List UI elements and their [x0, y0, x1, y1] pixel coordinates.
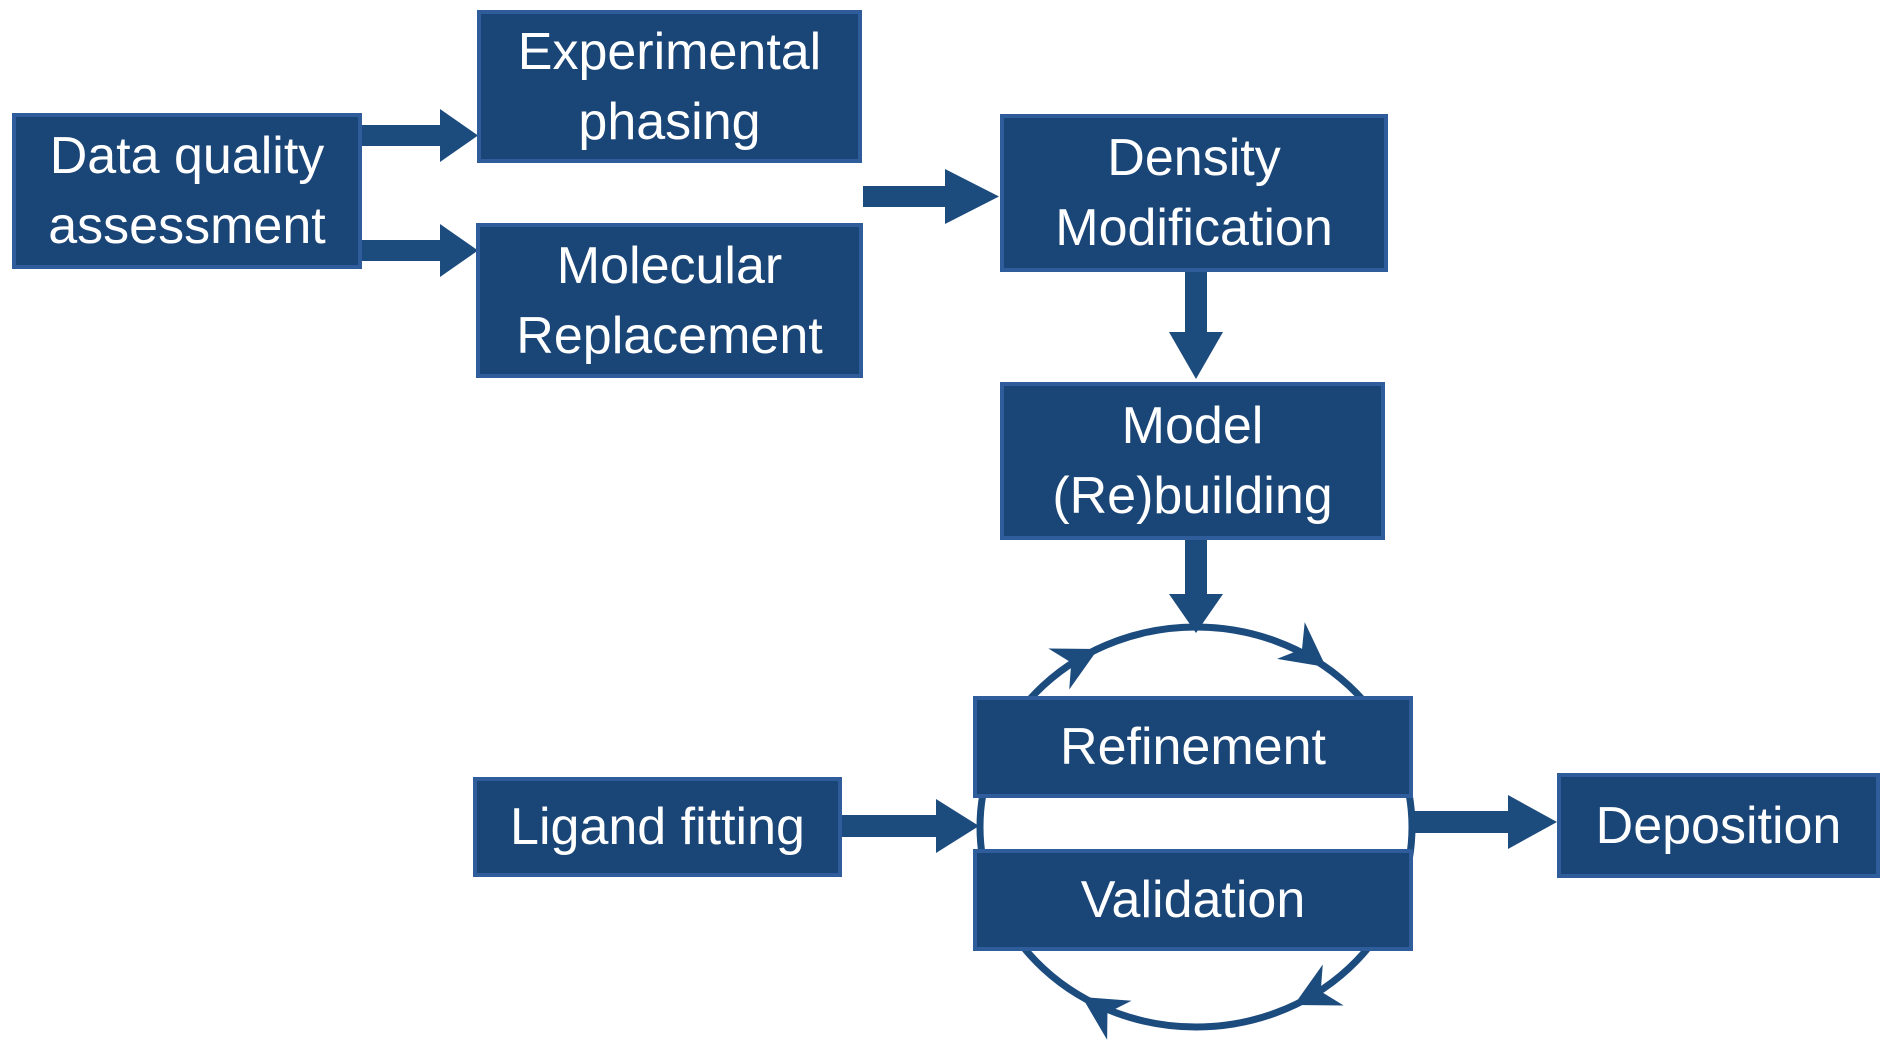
node-label-line: phasing — [578, 92, 761, 151]
arrow-data-quality-to-molecular-replacement — [362, 224, 478, 277]
arrow-model-rebuilding-to-cycle — [1169, 540, 1223, 633]
node-density-modification: Density Modification — [1000, 114, 1388, 272]
node-validation: Validation — [973, 849, 1413, 951]
node-label-line: Ligand fitting — [510, 798, 805, 856]
node-label-line: Replacement — [516, 306, 823, 365]
node-model-rebuilding: Model (Re)building — [1000, 382, 1385, 540]
cycle-arrowhead-bottom-right — [1294, 964, 1344, 1006]
node-deposition: Deposition — [1557, 773, 1880, 878]
arrow-ligand-fitting-to-cycle — [842, 799, 979, 853]
refinement-validation-cycle-circle — [976, 622, 1416, 1040]
node-label-line: Experimental — [517, 22, 822, 81]
arrow-data-quality-to-experimental-phasing — [362, 109, 478, 162]
node-label-line: Density — [1107, 129, 1281, 187]
node-ligand-fitting: Ligand fitting — [473, 777, 842, 877]
node-label-line: Model — [1121, 397, 1264, 455]
node-label-line: Refinement — [1060, 718, 1326, 776]
cycle-arrowhead-bottom-left — [1082, 997, 1132, 1040]
node-label-line: Validation — [1080, 871, 1306, 929]
arrow-density-modification-to-model-rebuilding — [1169, 272, 1223, 379]
arrow-cycle-to-deposition — [1413, 795, 1557, 849]
node-refinement: Refinement — [973, 696, 1413, 798]
node-label-line: Modification — [1055, 199, 1333, 257]
node-label-line: Deposition — [1595, 796, 1842, 855]
node-label-line: (Re)building — [1052, 467, 1333, 525]
node-label-line: assessment — [48, 197, 326, 255]
node-molecular-replacement: Molecular Replacement — [476, 223, 863, 378]
node-data-quality-assessment: Data quality assessment — [12, 113, 362, 269]
cycle-arrowhead-top-left — [1048, 648, 1098, 690]
cycle-arrowhead-top-right — [1277, 622, 1326, 667]
arrow-phasing-to-density-modification — [863, 169, 999, 224]
node-experimental-phasing: Experimental phasing — [477, 10, 862, 163]
node-label-line: Data quality — [49, 127, 325, 185]
node-label-line: Molecular — [556, 236, 783, 295]
